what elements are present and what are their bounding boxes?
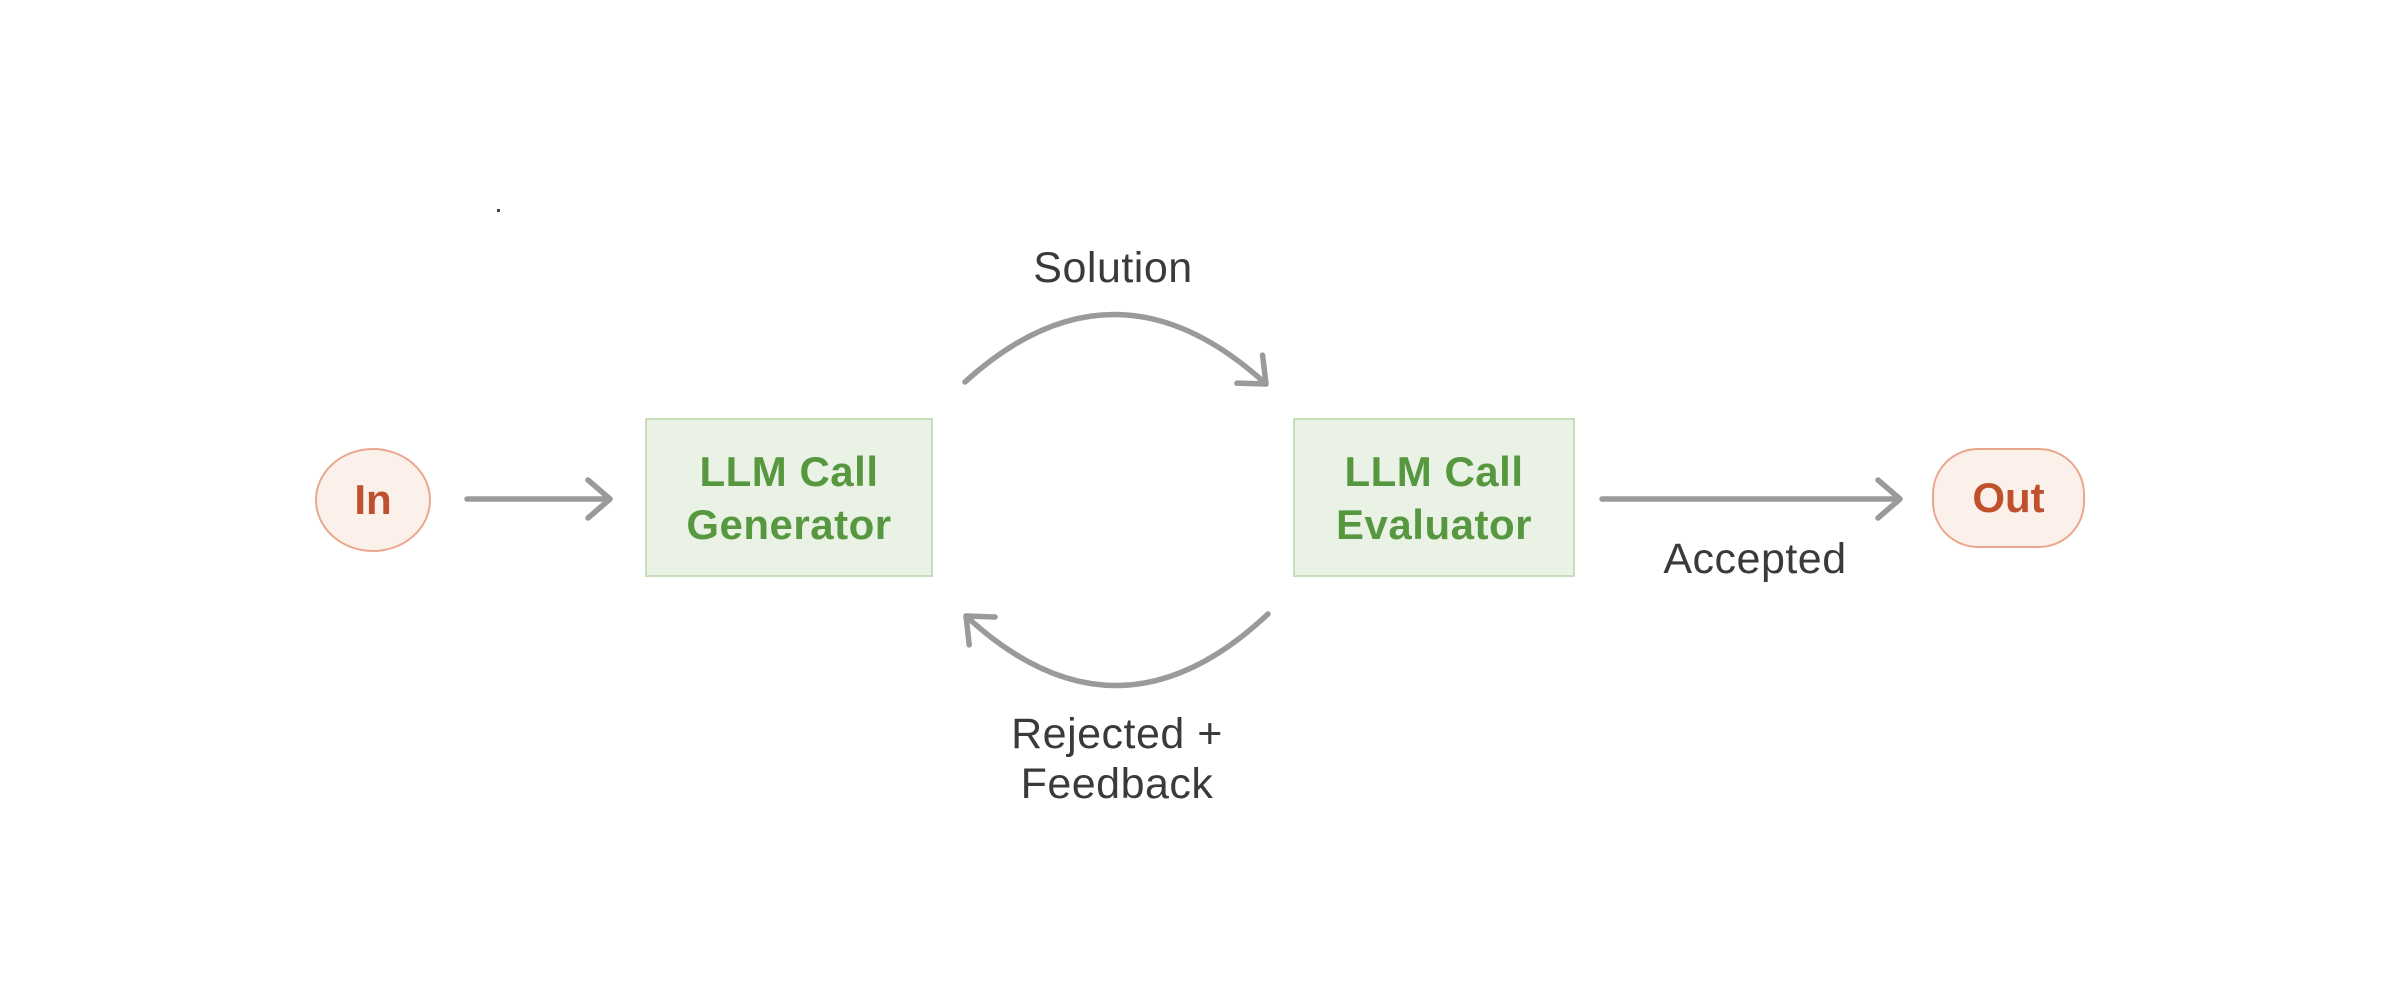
- edge-label-solution: Solution: [913, 243, 1313, 293]
- accepted-label-text: Accepted: [1663, 535, 1847, 583]
- arc-generator-to-evaluator: [962, 311, 1269, 387]
- node-in: In: [315, 448, 431, 552]
- node-in-label: In: [354, 476, 392, 523]
- arc-evaluator-to-generator: [963, 611, 1271, 689]
- rejected-label-line1: Rejected +: [1011, 710, 1223, 758]
- solution-label-text: Solution: [1033, 244, 1193, 292]
- generator-label-line1: LLM Call: [699, 447, 879, 495]
- rejected-label-line2: Feedback: [1020, 760, 1214, 808]
- node-out-label: Out: [1972, 474, 2045, 521]
- node-llm-call-generator: LLM Call Generator: [645, 418, 933, 577]
- edge-label-rejected-feedback: Rejected + Feedback: [917, 709, 1317, 809]
- generator-label-line2: Generator: [686, 500, 892, 548]
- edge-label-accepted: Accepted: [1555, 534, 1955, 584]
- stray-dot-artifact: [497, 209, 500, 212]
- node-out: Out: [1932, 448, 2085, 548]
- evaluator-label-line1: LLM Call: [1344, 447, 1524, 495]
- node-llm-call-evaluator: LLM Call Evaluator: [1293, 418, 1575, 577]
- evaluator-label-line2: Evaluator: [1336, 500, 1532, 548]
